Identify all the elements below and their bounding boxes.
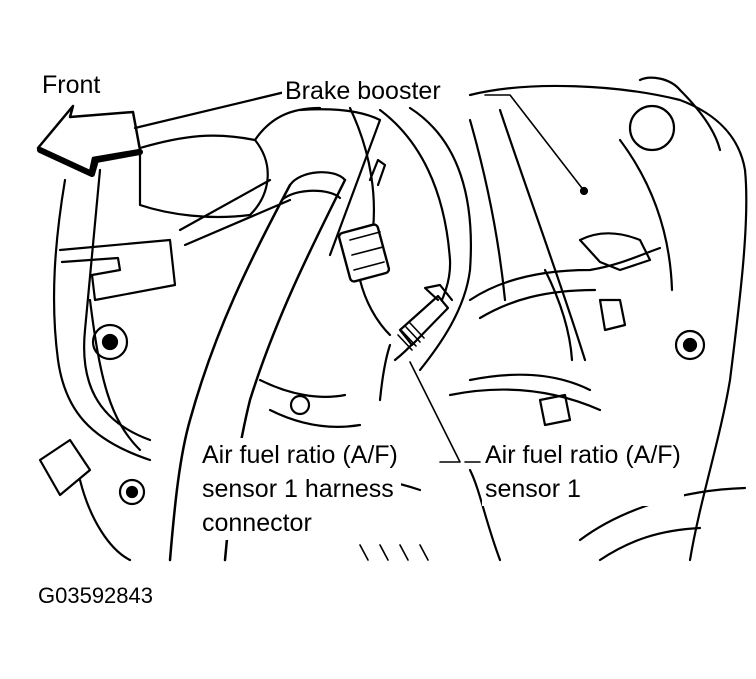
harness-connector-icon	[337, 158, 392, 337]
front-arrow-icon	[36, 104, 143, 177]
figure-id: G03592843	[38, 583, 153, 608]
af-sensor-harness-label: Air fuel ratio (A/F) sensor 1 harness co…	[199, 438, 401, 540]
af-sensor-harness-line-2: sensor 1 harness	[202, 475, 394, 503]
af-sensor-line-2: sensor 1	[485, 475, 581, 503]
brake-booster-body	[468, 84, 748, 562]
front-label: Front	[42, 71, 101, 99]
brake-booster-label: Brake booster	[282, 76, 444, 106]
af-sensor-icon	[378, 283, 454, 402]
main-hose	[168, 183, 292, 562]
af-sensor-harness-line-3: connector	[202, 509, 312, 537]
af-sensor-harness-line-1: Air fuel ratio (A/F)	[202, 441, 398, 469]
brake-booster-leader	[133, 90, 287, 130]
af-sensor-label: Air fuel ratio (A/F) sensor 1	[482, 438, 684, 506]
af-sensor-line-1: Air fuel ratio (A/F)	[485, 441, 681, 469]
